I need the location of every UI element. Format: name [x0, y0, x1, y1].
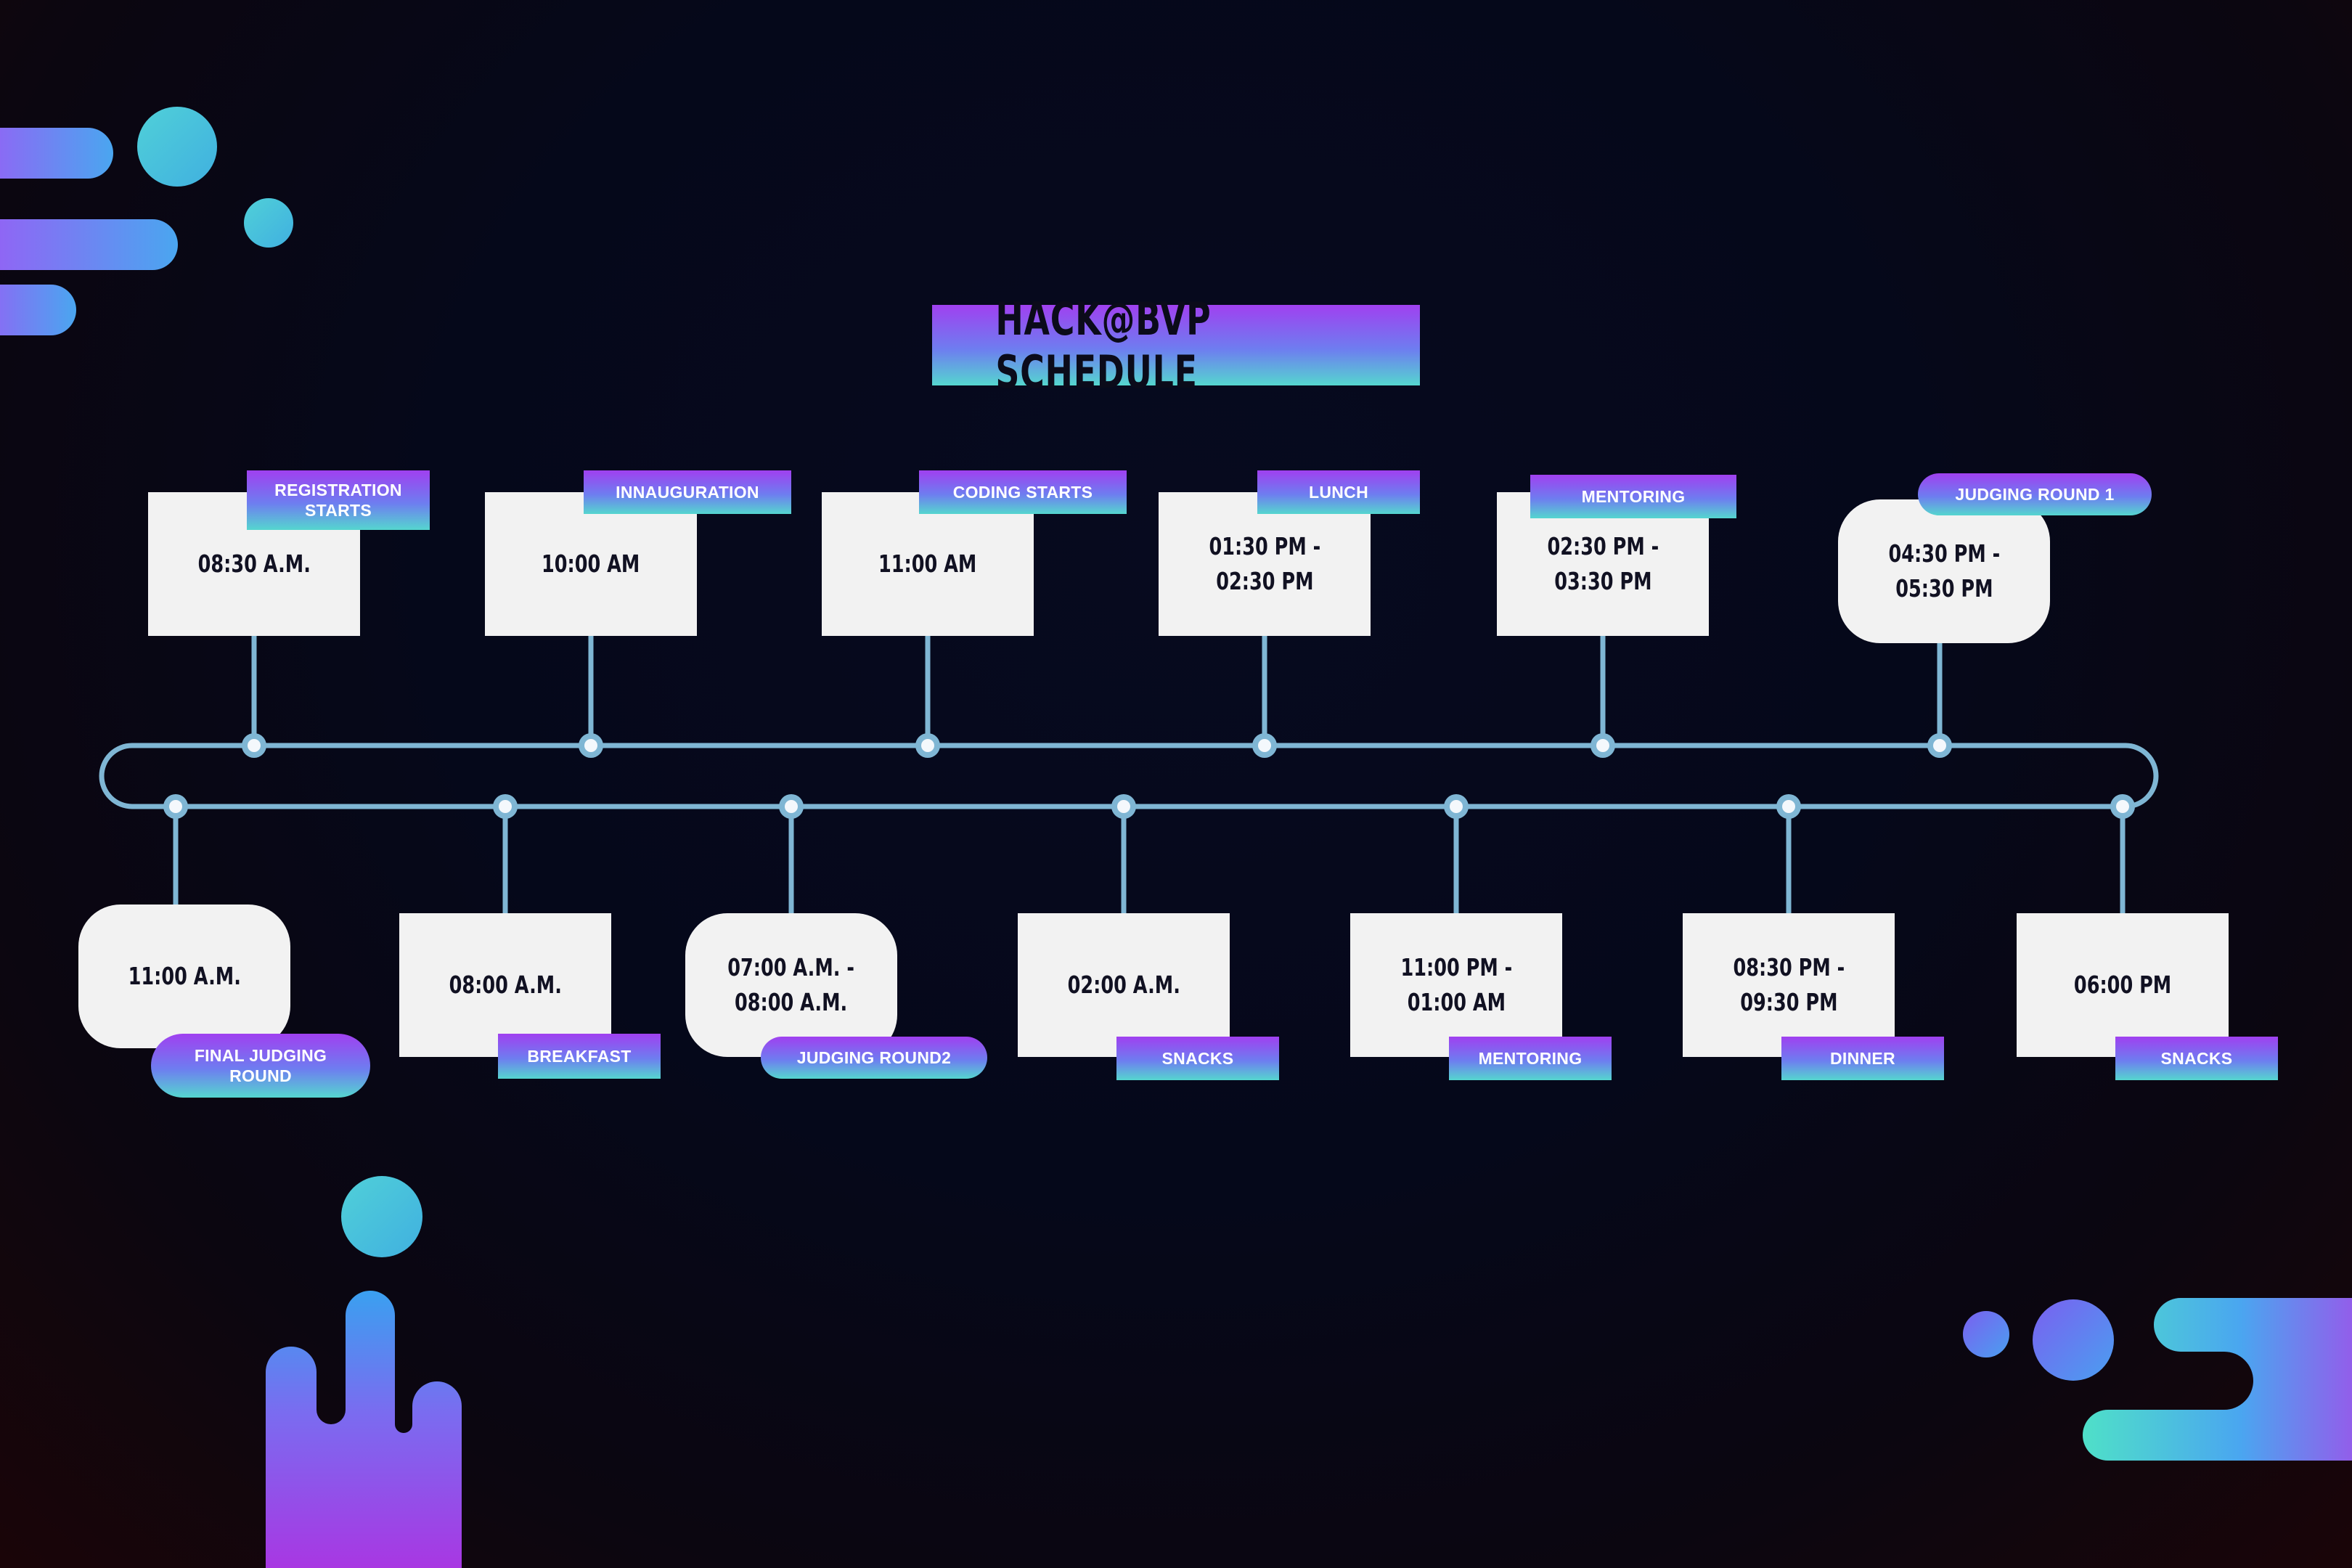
timeline-node-center [1450, 800, 1463, 813]
bottom-event-box: 02:00 A.M. [1018, 913, 1230, 1057]
event-label: SNACKS [2115, 1037, 2278, 1080]
event-time: 01:30 PM - 02:30 PM [1209, 532, 1320, 595]
page-title: HACK@BVP SCHEDULE [995, 292, 1212, 399]
timeline-node-center [921, 739, 934, 752]
event-label: JUDGING ROUND2 [761, 1037, 987, 1079]
bottom-event-box: 11:00 PM - 01:00 AM [1350, 913, 1562, 1057]
event-label: DINNER [1781, 1037, 1944, 1080]
event-time: 08:00 A.M. [449, 971, 562, 999]
event-time: 02:30 PM - 03:30 PM [1547, 532, 1659, 595]
event-label: REGISTRATION STARTS [247, 470, 430, 530]
timeline-node-center [248, 739, 261, 752]
timeline-node-center [1596, 739, 1609, 752]
top-event-box: 10:00 AM [485, 492, 697, 636]
connectors [163, 633, 2135, 916]
event-time: 04:30 PM - 05:30 PM [1888, 539, 2000, 603]
event-label: JUDGING ROUND 1 [1918, 473, 2152, 515]
bottom-left-decoration [266, 1176, 462, 1568]
title-banner [932, 305, 1420, 385]
event-time: 02:00 A.M. [1067, 971, 1180, 999]
event-time: 11:00 A.M. [128, 962, 241, 990]
event-time: 08:30 A.M. [197, 550, 311, 578]
timeline-node-center [2116, 800, 2129, 813]
top-event-box: 11:00 AM [822, 492, 1034, 636]
event-time: 10:00 AM [542, 550, 640, 578]
event-label: MENTORING [1449, 1037, 1612, 1080]
event-time: 06:00 PM [2073, 971, 2172, 999]
timeline-node-center [584, 739, 597, 752]
timeline-node-center [169, 800, 182, 813]
bottom-event-box: 06:00 PM [2017, 913, 2229, 1057]
bottom-event-box: 08:30 PM - 09:30 PM [1683, 913, 1895, 1057]
event-label: INNAUGURATION [584, 470, 791, 514]
top-event-box: 01:30 PM - 02:30 PM [1159, 492, 1371, 636]
timeline-node-center [1117, 800, 1130, 813]
event-label: SNACKS [1116, 1037, 1279, 1080]
event-label: LUNCH [1257, 470, 1420, 514]
top-event-box: 04:30 PM - 05:30 PM [1838, 499, 2050, 643]
event-label: FINAL JUDGING ROUND [151, 1034, 370, 1098]
bottom-event-box: 08:00 A.M. [399, 913, 611, 1057]
bottom-event-box: 07:00 A.M. - 08:00 A.M. [685, 913, 897, 1057]
event-time: 11:00 PM - 01:00 AM [1400, 953, 1512, 1016]
event-label: MENTORING [1530, 475, 1736, 518]
timeline-node-center [1782, 800, 1795, 813]
bottom-right-decoration [1963, 1298, 2352, 1461]
timeline-node-center [1933, 739, 1946, 752]
top-left-decoration [0, 107, 293, 335]
timeline-node-center [1258, 739, 1271, 752]
bottom-event-box: 11:00 A.M. [78, 905, 290, 1048]
event-time: 08:30 PM - 09:30 PM [1733, 953, 1845, 1016]
event-time: 11:00 AM [878, 550, 977, 578]
event-label: BREAKFAST [498, 1034, 661, 1079]
event-label: CODING STARTS [919, 470, 1127, 514]
timeline-node-center [499, 800, 512, 813]
timeline-node-center [785, 800, 798, 813]
event-time: 07:00 A.M. - 08:00 A.M. [727, 953, 855, 1016]
